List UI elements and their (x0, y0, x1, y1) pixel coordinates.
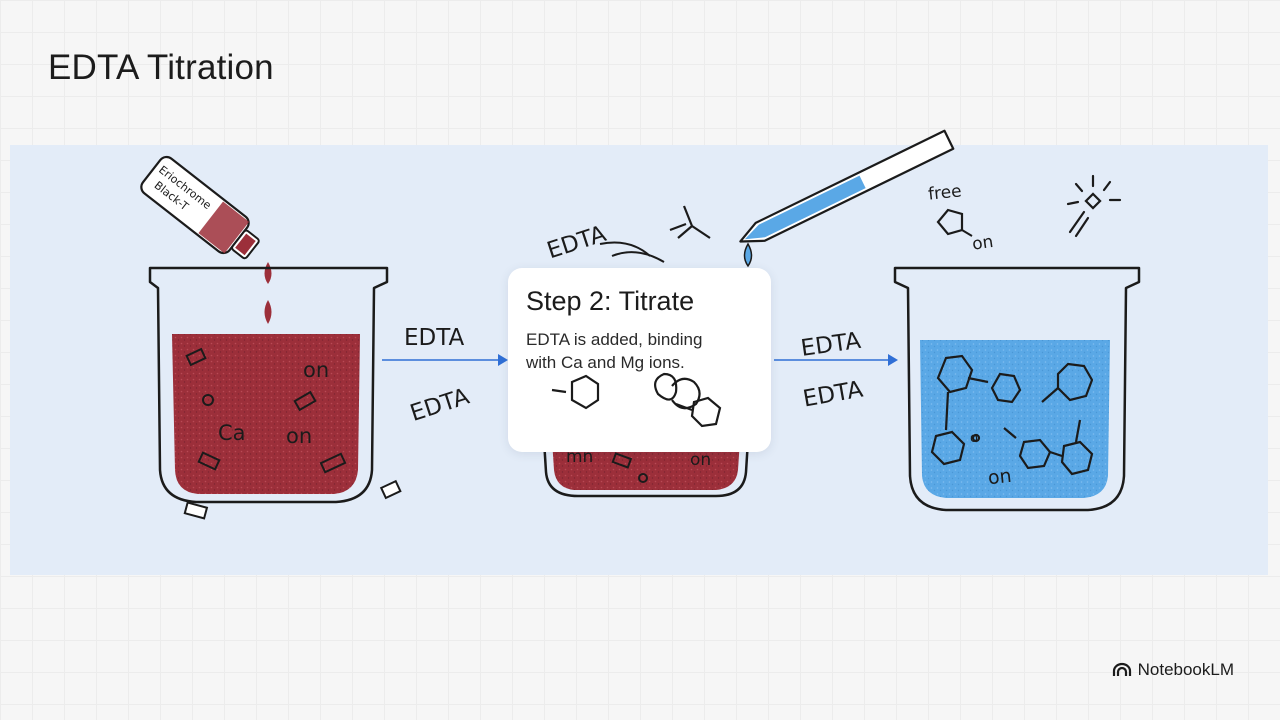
indicator-bottle: Eriochrome Black-T (140, 155, 260, 260)
middle-doodles: EDTA (544, 205, 711, 264)
free-indicator-doodle: free on (927, 181, 994, 254)
sparkle-icon (1066, 174, 1122, 238)
middle-floating-edta-label: EDTA (544, 221, 610, 264)
beaker-left-label-3: on (286, 424, 312, 448)
brand-logo: NotebookLM (1112, 660, 1234, 680)
beaker-middle-label-2: on (690, 450, 711, 470)
beaker-left: on Ca on (148, 266, 402, 520)
arrow1-bottom-label: EDTA (407, 384, 473, 427)
page-title: EDTA Titration (48, 48, 274, 87)
arrow-left-to-middle: EDTA EDTA (382, 325, 508, 427)
beaker-left-label-2: Ca (218, 421, 246, 445)
arrow-middle-to-right: EDTA EDTA (774, 328, 898, 413)
beaker-left-label-1: on (303, 358, 329, 382)
beaker-middle-label-1: mn (566, 447, 593, 467)
beaker-middle: mn on (542, 439, 750, 498)
indicator-drops (264, 262, 272, 324)
on-label: on (971, 232, 995, 255)
titrant-dropper (739, 129, 955, 268)
step-description: EDTA is added, binding with Ca and Mg io… (526, 330, 703, 372)
arrow1-top-label: EDTA (404, 325, 465, 351)
edta-complex-doodle (551, 372, 722, 428)
free-label: free (927, 181, 962, 204)
arrow2-top-label: EDTA (799, 328, 863, 362)
step-card: Step 2: Titrate EDTA is added, binding w… (508, 268, 771, 452)
arrow2-bottom-label: EDTA (801, 376, 865, 412)
beaker-right-label-o: o (970, 431, 978, 446)
step-title: Step 2: Titrate (526, 286, 695, 316)
beaker-right: o on (893, 266, 1141, 512)
beaker-right-label-on: on (987, 465, 1013, 489)
notebooklm-icon (1112, 662, 1131, 676)
brand-name: NotebookLM (1137, 660, 1234, 679)
